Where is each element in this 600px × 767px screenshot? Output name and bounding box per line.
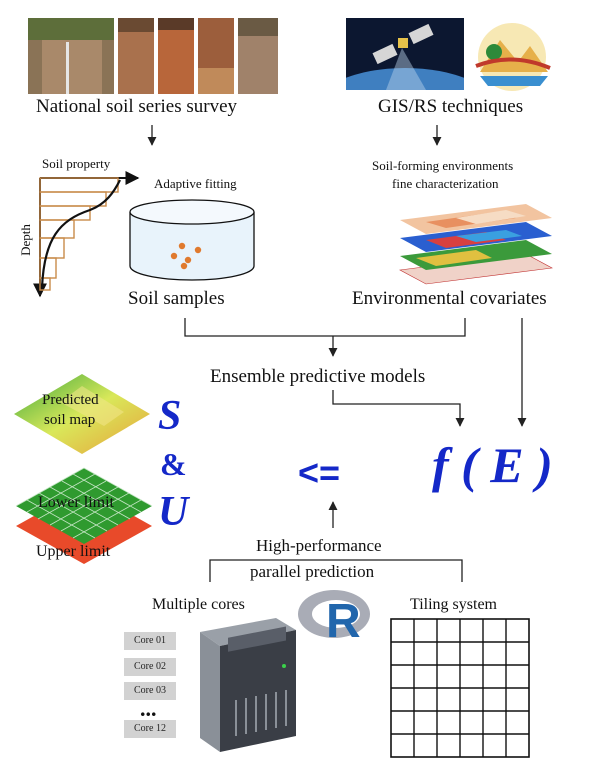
env-char-line2: fine characterization xyxy=(392,176,499,191)
soil-profile-photos xyxy=(28,18,278,94)
gis-layers-icon xyxy=(470,22,554,92)
amp-letter: & xyxy=(160,446,187,482)
cores-ellipsis: ... xyxy=(140,696,157,721)
server-tower-icon xyxy=(196,614,300,754)
predicted-map-diamond xyxy=(12,372,152,456)
adaptive-fitting-label: Adaptive fitting xyxy=(154,176,237,191)
tiling-grid xyxy=(390,618,530,758)
multiple-cores-label: Multiple cores xyxy=(152,596,245,613)
soil-property-label: Soil property xyxy=(42,156,111,171)
core-item: Core 03 xyxy=(124,682,176,700)
r-logo-icon: R xyxy=(296,586,376,648)
limit-grids xyxy=(14,466,154,564)
survey-label: National soil series survey xyxy=(36,96,238,117)
ensemble-label: Ensemble predictive models xyxy=(210,366,426,387)
hpc-line2: parallel prediction xyxy=(250,562,375,581)
covariate-layers-stack xyxy=(396,196,556,288)
r-logo-letter: R xyxy=(326,595,361,648)
upper-limit-label: Upper limit xyxy=(36,543,111,560)
s-letter: S xyxy=(158,393,182,439)
predicted-map-line2: soil map xyxy=(44,412,96,428)
tiling-system-label: Tiling system xyxy=(410,596,497,613)
soil-samples-cylinder xyxy=(126,198,258,284)
core-item: Core 12 xyxy=(124,720,176,738)
satellite-image xyxy=(346,18,464,90)
predicted-map-line1: Predicted xyxy=(42,392,99,408)
u-letter: U xyxy=(158,489,189,535)
core-item: Core 01 xyxy=(124,632,176,650)
core-item: Core 02 xyxy=(124,658,176,676)
formula-f-of-e: f ( E ) xyxy=(432,437,553,493)
lower-limit-label: Lower limit xyxy=(38,494,114,511)
env-covariates-label: Environmental covariates xyxy=(352,288,547,309)
gis-label: GIS/RS techniques xyxy=(378,96,524,117)
depth-profile-chart xyxy=(30,168,142,300)
cores-list: Core 01 Core 02 Core 03 ... Core 12 xyxy=(124,632,184,742)
env-char-line1: Soil-forming environments xyxy=(372,158,514,173)
soil-samples-label: Soil samples xyxy=(128,288,225,309)
hpc-line1: High-performance xyxy=(256,536,382,555)
inference-arrow-symbol: <= xyxy=(298,452,341,493)
